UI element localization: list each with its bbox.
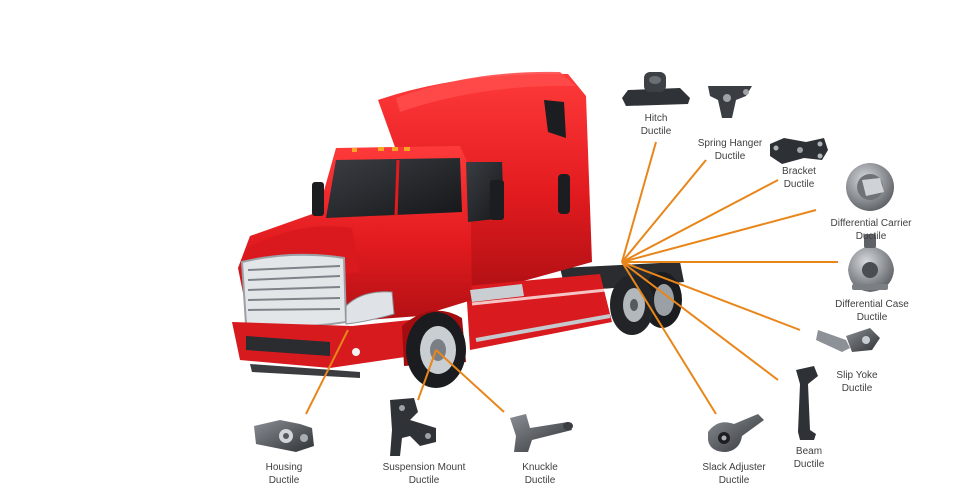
- part-material: Ductile: [408, 475, 440, 486]
- part-label-hitch: Hitch Ductile: [641, 112, 672, 138]
- leader-line-slack-adjuster: [621, 261, 717, 415]
- bracket-part-icon: [770, 138, 828, 164]
- left-mirror: [312, 182, 324, 216]
- part-name: Slack Adjuster: [702, 462, 766, 473]
- differential-case-part-icon: [848, 234, 894, 292]
- housing-part-icon: [254, 420, 314, 452]
- part-name: Hitch: [644, 113, 668, 124]
- headlight: [345, 291, 395, 325]
- leader-line-housing: [305, 329, 349, 415]
- part-label-beam: Beam Ductile: [794, 445, 825, 471]
- right-mirror: [490, 180, 504, 220]
- part-label-bracket: Bracket Ductile: [782, 165, 816, 191]
- part-material: Ductile: [856, 312, 888, 323]
- rear-wheels: [610, 272, 682, 335]
- differential-carrier-part-icon: [846, 163, 894, 211]
- part-label-slip-yoke: Slip Yoke Ductile: [836, 369, 877, 395]
- part-name: Bracket: [782, 166, 816, 177]
- part-name: Differential Carrier: [830, 218, 912, 229]
- leader-line-knuckle: [435, 349, 505, 413]
- part-material: Ductile: [524, 475, 556, 486]
- part-material: Ductile: [268, 475, 300, 486]
- leader-line-suspension-mount: [417, 349, 437, 401]
- part-name: Differential Case: [835, 299, 909, 310]
- part-name: Beam: [795, 446, 823, 457]
- knuckle-part-icon: [510, 414, 573, 452]
- leader-line-slip-yoke: [621, 261, 801, 331]
- side-window: [558, 174, 570, 214]
- part-material: Ductile: [718, 475, 750, 486]
- leader-lines: [305, 141, 838, 415]
- leader-line-differential-carrier: [621, 209, 817, 263]
- leader-line-hitch: [621, 141, 657, 263]
- sleeper-window: [544, 100, 566, 138]
- part-material: Ductile: [855, 231, 887, 242]
- hitch-part-icon: [622, 72, 690, 106]
- slip-yoke-part-icon: [816, 328, 880, 352]
- front-wheel: [402, 310, 466, 388]
- part-material: Ductile: [793, 459, 825, 470]
- part-label-housing: Housing Ductile: [266, 461, 303, 487]
- beam-part-icon: [796, 366, 818, 440]
- truck-illustration: [232, 71, 684, 388]
- leader-line-beam: [621, 261, 779, 381]
- part-label-knuckle: Knuckle Ductile: [522, 461, 558, 487]
- part-name: Knuckle: [522, 462, 558, 473]
- part-material: Ductile: [783, 179, 815, 190]
- slack-adjuster-part-icon: [708, 414, 764, 452]
- cab-marker-lights: [352, 147, 410, 152]
- part-name: Housing: [265, 462, 303, 473]
- part-material: Ductile: [714, 151, 746, 162]
- leader-line-spring-hanger: [621, 159, 707, 263]
- part-name: Slip Yoke: [836, 370, 878, 381]
- grille-bars: [247, 265, 341, 311]
- part-label-slack-adjuster: Slack Adjuster Ductile: [702, 461, 765, 487]
- part-label-differential-case: Differential Case Ductile: [835, 298, 909, 324]
- suspension-mount-part-icon: [390, 398, 436, 456]
- part-label-spring-hanger: Spring Hanger Ductile: [698, 137, 762, 163]
- part-name: Suspension Mount: [382, 462, 466, 473]
- part-material: Ductile: [640, 126, 672, 137]
- part-label-differential-carrier: Differential Carrier Ductile: [831, 217, 912, 243]
- part-name: Spring Hanger: [697, 138, 763, 149]
- leader-line-bracket: [621, 179, 779, 263]
- spring-hanger-part-icon: [708, 86, 752, 118]
- windshield: [326, 158, 462, 218]
- part-label-suspension-mount: Suspension Mount Ductile: [383, 461, 466, 487]
- part-material: Ductile: [841, 383, 873, 394]
